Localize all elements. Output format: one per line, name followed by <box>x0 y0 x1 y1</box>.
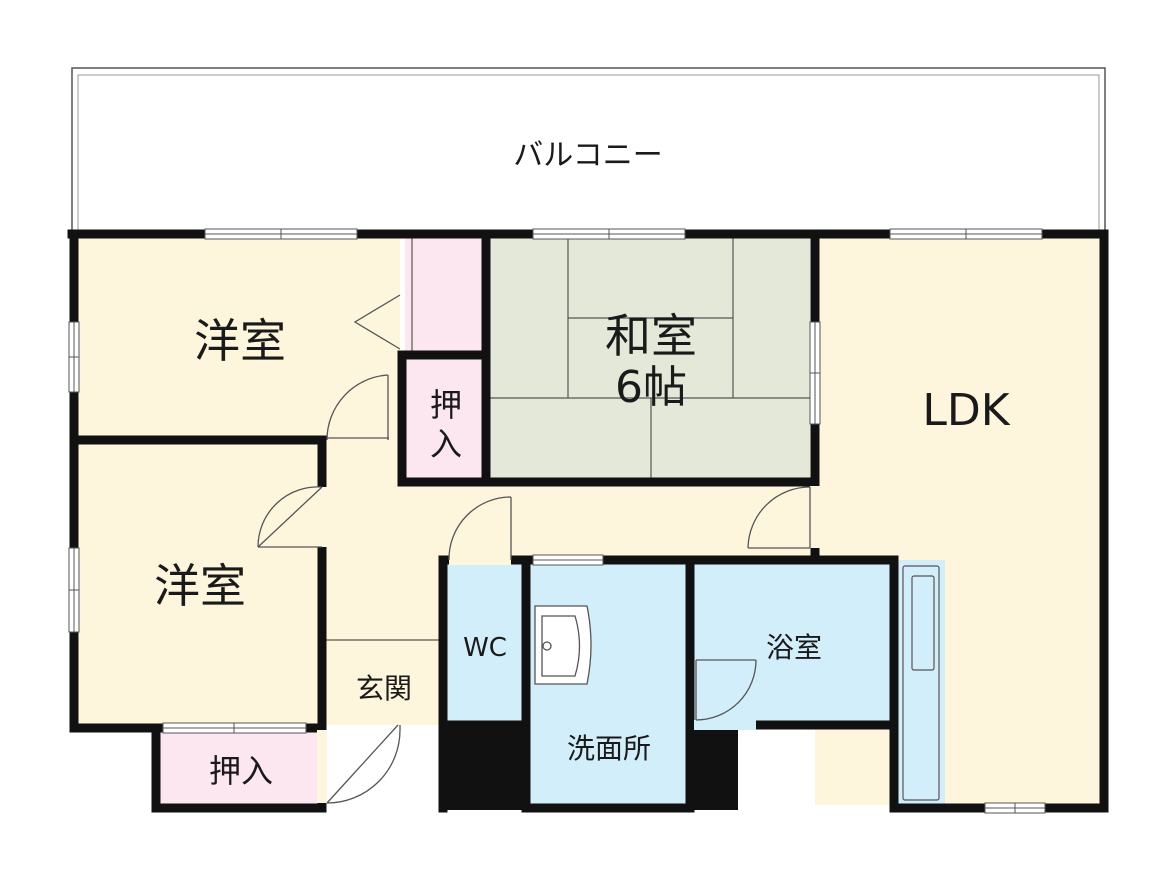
window-western-2-left <box>68 547 80 633</box>
label-japanese-room-size: 6帖 <box>615 362 687 413</box>
label-balcony: バルコニー <box>513 138 662 173</box>
label-washroom: 洗面所 <box>567 732 651 765</box>
window-japanese-right <box>809 321 821 425</box>
label-western-room-1: 洋室 <box>194 314 286 368</box>
window-washroom-top <box>532 554 604 566</box>
floor-closet-top <box>405 238 485 354</box>
door-western-1 <box>326 374 389 441</box>
label-bathroom: 浴室 <box>766 631 822 664</box>
floor-bathroom <box>692 563 890 725</box>
door-western-2 <box>257 486 323 548</box>
window-western-1-left <box>68 321 80 393</box>
window-ldk-top <box>889 228 1043 240</box>
label-japanese-room: 和室 <box>605 309 697 363</box>
labels: バルコニー 洋室 洋室 和室 6帖 LDK 押 入 押入 玄関 WC 洗面所 浴… <box>154 138 1011 790</box>
floor-closet-bottom <box>158 730 323 805</box>
door-wc <box>448 496 512 561</box>
door-japanese <box>747 486 811 549</box>
label-closet-middle-2: 入 <box>430 425 462 463</box>
tatami-lines <box>489 238 810 478</box>
label-wc: WC <box>463 633 507 663</box>
label-entrance: 玄関 <box>356 672 412 705</box>
windows <box>68 228 1046 814</box>
label-closet-bottom: 押入 <box>209 752 273 790</box>
floor-japanese-room <box>489 238 810 478</box>
window-western-1-top <box>204 228 358 240</box>
door-gaps <box>317 435 820 803</box>
window-japanese-top <box>532 228 686 240</box>
floor-entrance <box>325 640 443 725</box>
window-western-2-bottom <box>162 722 307 734</box>
floor-kitchen-counter <box>897 560 945 805</box>
closet-door-marker <box>353 294 401 350</box>
window-ldk-bottom <box>984 802 1046 814</box>
doors <box>257 294 811 804</box>
floor-wc <box>446 563 524 725</box>
floor-western-room-2 <box>78 443 320 725</box>
wall-blocks <box>443 725 738 810</box>
label-ldk: LDK <box>922 385 1010 436</box>
sink-icon <box>534 605 592 685</box>
door-entrance <box>326 724 401 804</box>
door-bathroom <box>695 659 757 721</box>
label-closet-middle-1: 押 <box>430 386 462 424</box>
thin-lines <box>325 238 940 801</box>
floor-closet-middle <box>405 360 485 480</box>
label-western-room-2: 洋室 <box>154 559 246 613</box>
balcony <box>71 67 1106 234</box>
